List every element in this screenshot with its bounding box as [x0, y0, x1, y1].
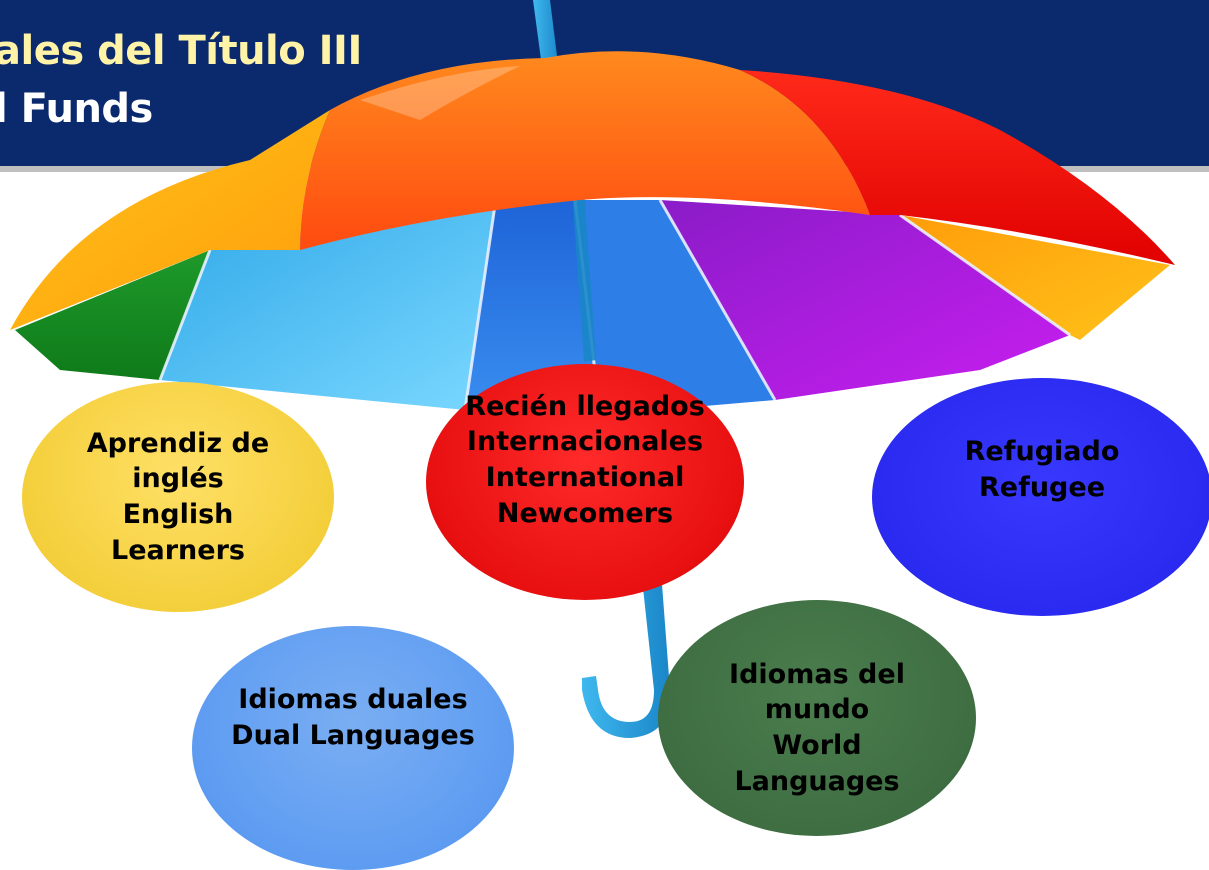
refugee-line-1: Refugiado	[964, 436, 1120, 467]
newcomers-line-1: Recién llegados	[465, 390, 705, 422]
page-title-line-2: l Funds	[0, 86, 153, 132]
international-newcomers-bubble: Recién llegados Internacionales Internat…	[426, 364, 744, 600]
dual-languages-bubble: Idiomas duales Dual Languages	[192, 626, 514, 870]
world-languages-line-2: mundo	[764, 694, 870, 726]
dual-languages-line-2: Dual Languages	[231, 719, 475, 751]
newcomers-line-3: International	[485, 462, 685, 493]
dual-languages-line-1: Idiomas duales	[238, 684, 468, 715]
english-learners-line-2: inglés	[132, 463, 224, 495]
english-learners-line-3: English	[122, 499, 234, 530]
world-languages-line-1: Idiomas del	[729, 658, 905, 690]
english-learners-line-4: Learners	[111, 534, 245, 566]
world-languages-line-3: World	[772, 730, 862, 761]
refugee-bubble: Refugiado Refugee	[872, 378, 1209, 616]
newcomers-line-4: Newcomers	[496, 497, 674, 529]
english-learners-line-1: Aprendiz de	[86, 427, 270, 459]
page-title-line-1: ales del Título III	[0, 28, 362, 74]
refugee-line-2: Refugee	[978, 471, 1106, 503]
newcomers-line-2: Internacionales	[466, 426, 704, 458]
english-learners-bubble: Aprendiz de inglés English Learners	[22, 382, 334, 612]
world-languages-bubble: Idiomas del mundo World Languages	[658, 600, 976, 836]
world-languages-line-4: Languages	[734, 765, 900, 797]
